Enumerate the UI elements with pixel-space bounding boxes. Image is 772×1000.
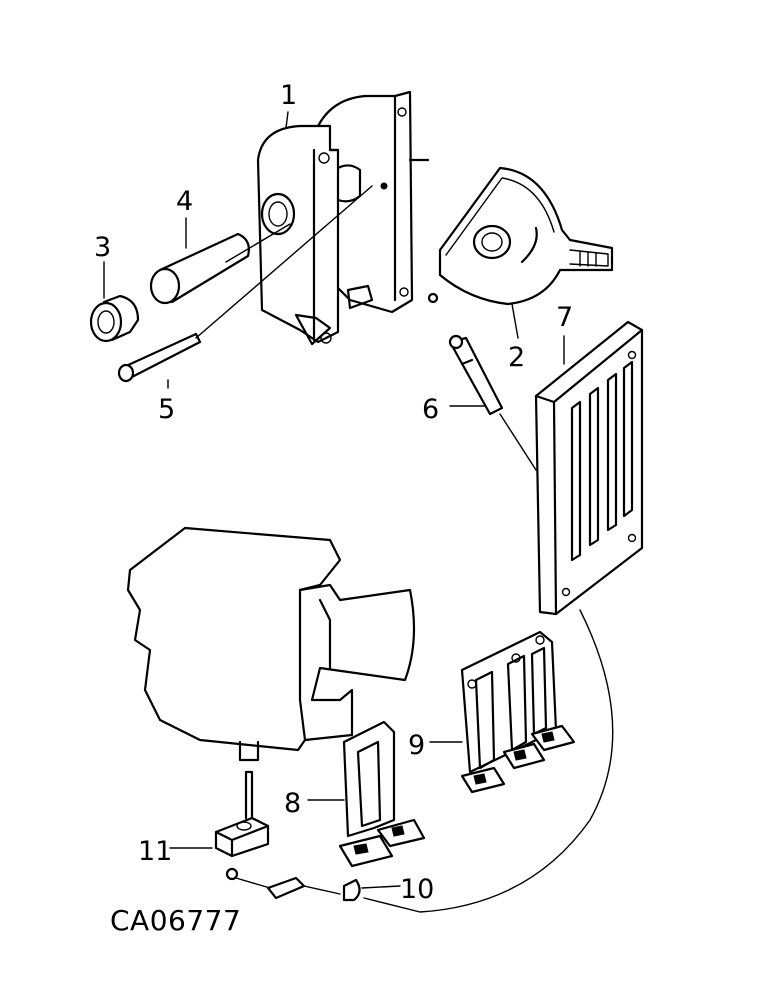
part-5-pin [117,332,202,383]
part-9-triple-mount-bracket [460,630,576,794]
callout-6: 6 [422,394,439,425]
callout-8: 8 [284,788,301,819]
part-10-clip [342,878,361,902]
callout-2: 2 [508,342,525,373]
callout-11: 11 [138,836,172,867]
callout-3: 3 [94,232,111,263]
part-8-mount-bracket [338,720,426,868]
callout-labels: 1 2 3 4 5 6 7 8 9 10 11 [94,80,573,905]
callout-5: 5 [158,394,175,425]
leader-lines [103,111,565,889]
callout-7: 7 [556,302,573,333]
callout-9: 9 [408,730,425,761]
wiring-lines [195,185,614,913]
part-1-bracket-assembly [256,90,430,346]
part-3-bushing [89,294,140,343]
part-4-tube [149,232,250,305]
engine-block-outline [126,526,416,762]
part-11-switch-block [214,770,306,900]
part-7-grille-panel [534,320,644,616]
callout-1: 1 [280,80,297,111]
diagram-code: CA06777 [110,904,241,937]
callout-10: 10 [400,874,434,905]
callout-4: 4 [176,186,193,217]
part-2-cover-plate [427,166,614,306]
part-6-rod [448,334,504,416]
